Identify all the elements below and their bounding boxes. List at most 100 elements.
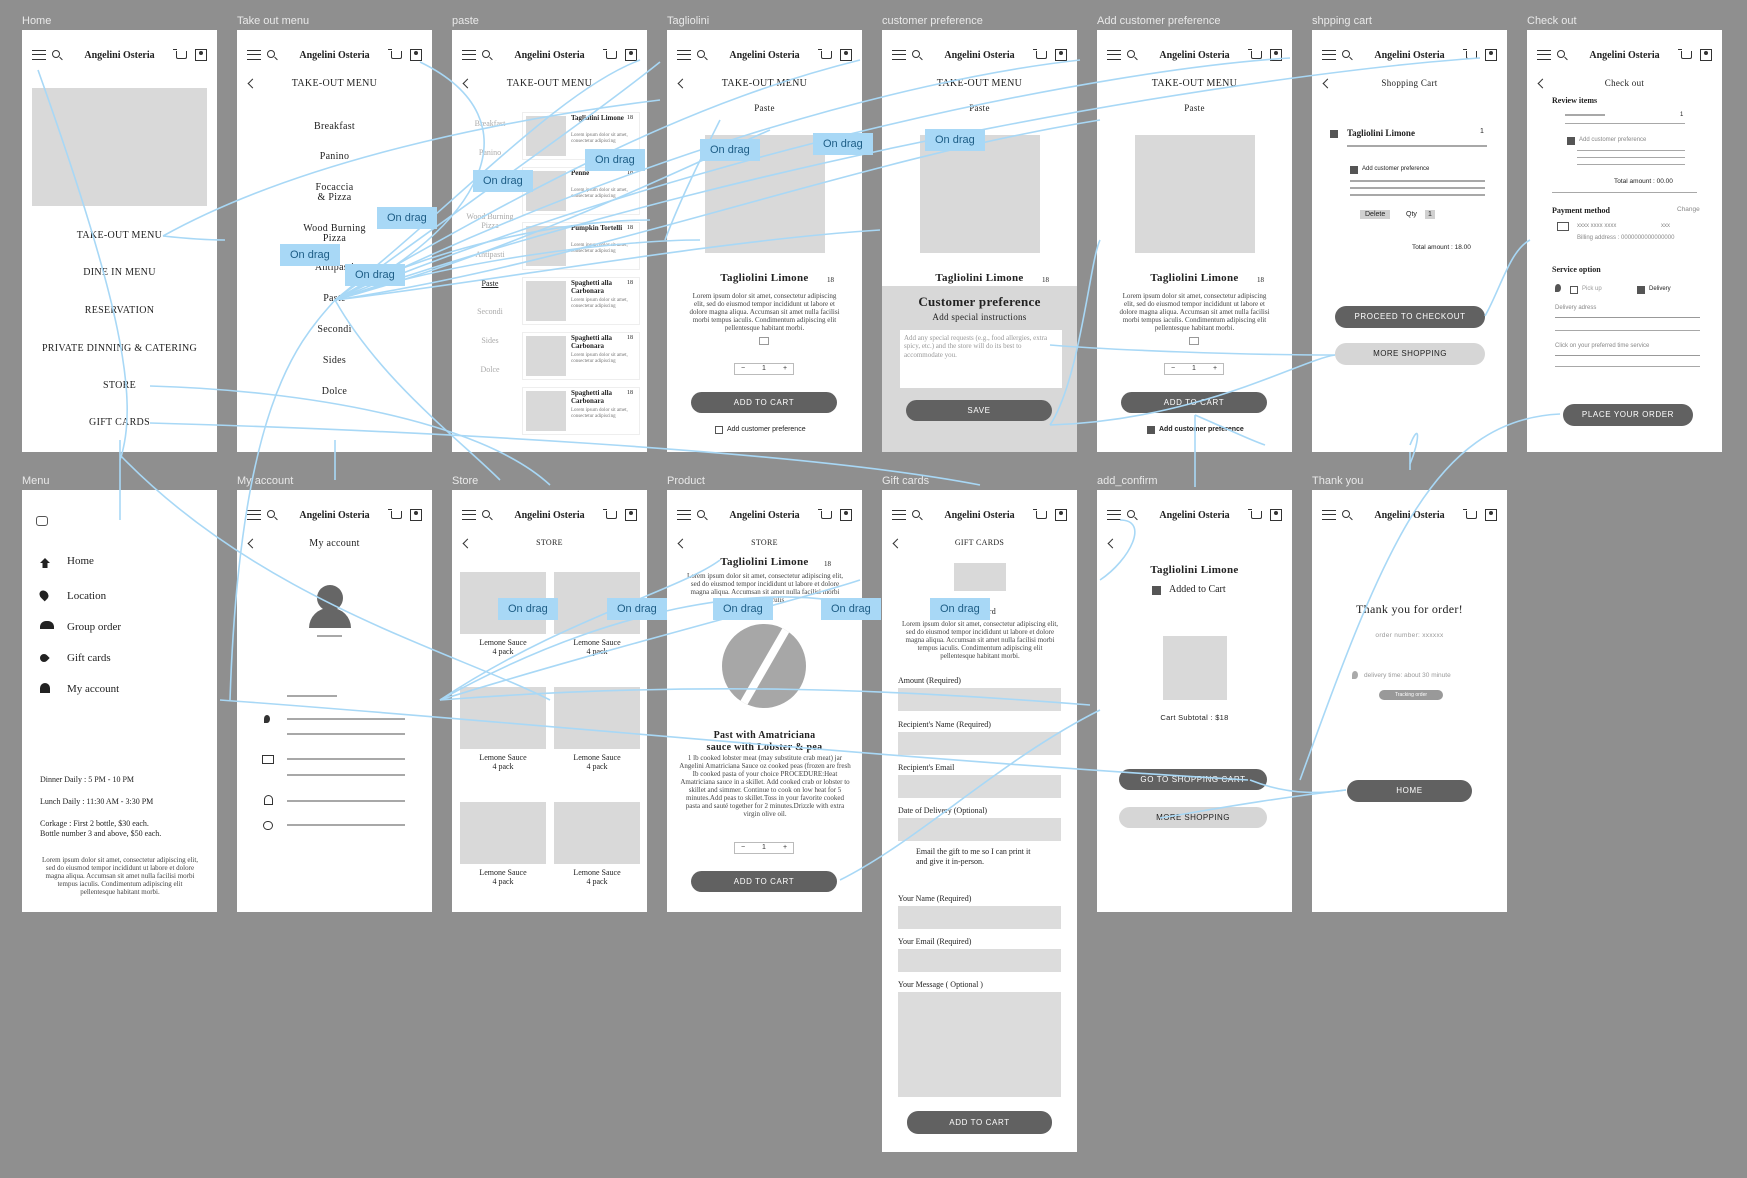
cart-icon[interactable] — [603, 509, 617, 519]
qty-value[interactable]: 1 — [1425, 210, 1435, 219]
message-field[interactable] — [898, 992, 1061, 1097]
heart-icon[interactable] — [263, 821, 273, 830]
delivery-date-field[interactable] — [898, 818, 1061, 841]
cat-item[interactable]: Secondi — [477, 307, 503, 317]
close-icon[interactable] — [36, 516, 48, 526]
menu-giftcards[interactable]: GIFT CARDS — [89, 417, 150, 428]
cart-icon[interactable] — [818, 509, 832, 519]
card-number[interactable]: xxxx xxxx xxxx — [1577, 223, 1617, 229]
go-to-cart-button[interactable]: GO TO SHOPPING CART — [1119, 769, 1267, 790]
search-icon[interactable] — [1557, 50, 1565, 58]
nav-location[interactable]: Location — [67, 590, 107, 602]
quantity-stepper[interactable]: −1+ — [734, 363, 794, 375]
menu-dinein[interactable]: DINE IN MENU — [83, 267, 156, 278]
account-icon[interactable] — [410, 509, 422, 521]
account-icon[interactable] — [840, 509, 852, 521]
cat-item[interactable]: Sides — [481, 336, 499, 346]
account-icon[interactable] — [1270, 509, 1282, 521]
pref-textarea[interactable]: Add any special requests (e.g., food all… — [900, 330, 1062, 388]
account-icon[interactable] — [195, 49, 207, 61]
change-link[interactable]: Change — [1677, 206, 1700, 213]
pref-checkbox[interactable] — [715, 426, 723, 434]
pickup-checkbox[interactable] — [1570, 286, 1578, 294]
cat-item[interactable]: Pizza — [481, 220, 499, 230]
account-icon[interactable] — [1270, 49, 1282, 61]
recipient-name-field[interactable] — [898, 732, 1061, 755]
home-button[interactable]: HOME — [1347, 780, 1472, 802]
account-icon[interactable] — [1055, 509, 1067, 521]
more-shopping-button[interactable]: MORE SHOPPING — [1119, 807, 1267, 828]
menu-private[interactable]: PRIVATE DINNING & CATERING — [41, 343, 198, 354]
amount-field[interactable] — [898, 688, 1061, 711]
search-icon[interactable] — [1127, 510, 1135, 518]
cart-icon[interactable] — [1678, 49, 1692, 59]
delivery-checkbox[interactable] — [1637, 286, 1645, 294]
add-to-cart-button[interactable]: ADD TO CART — [691, 871, 837, 892]
cat-breakfast[interactable]: Breakfast — [313, 121, 355, 132]
hamburger-icon[interactable] — [32, 50, 46, 60]
account-icon[interactable] — [840, 49, 852, 61]
quantity-stepper[interactable]: −1+ — [1164, 363, 1224, 375]
cart-icon[interactable] — [1033, 49, 1047, 59]
save-button[interactable]: SAVE — [906, 400, 1052, 421]
cart-icon[interactable] — [388, 509, 402, 519]
delivery-address-field[interactable]: Delivery adress — [1555, 305, 1700, 318]
search-icon[interactable] — [267, 50, 275, 58]
delete-button[interactable]: Delete — [1360, 210, 1391, 219]
cart-icon[interactable] — [1463, 509, 1477, 519]
pref-checkbox[interactable] — [1147, 426, 1155, 434]
account-icon[interactable] — [625, 49, 637, 61]
account-icon[interactable] — [1700, 49, 1712, 61]
cat-secondi[interactable]: Secondi — [317, 324, 352, 335]
cat-wood-pizza[interactable]: Pizza — [322, 233, 347, 244]
bell-icon[interactable] — [264, 795, 273, 805]
menu-reservation[interactable]: RESERVATION — [84, 305, 155, 316]
nav-my-account[interactable]: My account — [67, 683, 120, 695]
hamburger-icon[interactable] — [892, 510, 906, 520]
card-cvv[interactable]: xxx — [1661, 223, 1670, 229]
proceed-checkout-button[interactable]: PROCEED TO CHECKOUT — [1335, 306, 1485, 328]
menu-takeout[interactable]: TAKE-OUT MENU — [76, 230, 163, 241]
time-field[interactable]: Click on your preferred time service — [1555, 343, 1700, 356]
account-icon[interactable] — [410, 49, 422, 61]
tracking-button[interactable]: Tracking order — [1379, 690, 1443, 700]
your-name-field[interactable] — [898, 906, 1061, 929]
cat-item[interactable]: Antipasti — [475, 249, 505, 259]
more-shopping-button[interactable]: MORE SHOPPING — [1335, 343, 1485, 365]
item-checkbox[interactable] — [1330, 130, 1338, 138]
search-icon[interactable] — [697, 510, 705, 518]
cart-icon[interactable] — [1033, 509, 1047, 519]
hamburger-icon[interactable] — [247, 50, 261, 60]
pref-checkbox[interactable] — [1567, 137, 1575, 145]
add-to-cart-button[interactable]: ADD TO CART — [907, 1111, 1052, 1134]
quantity-stepper[interactable]: −1+ — [734, 842, 794, 854]
nav-home[interactable]: Home — [67, 555, 94, 567]
cart-icon[interactable] — [173, 49, 187, 59]
account-icon[interactable] — [1055, 49, 1067, 61]
cat-antipasti[interactable]: Antipasti — [314, 262, 355, 273]
your-email-field[interactable] — [898, 949, 1061, 972]
cart-icon[interactable] — [1463, 49, 1477, 59]
add-to-cart-button[interactable]: ADD TO CART — [1121, 392, 1267, 413]
hamburger-icon[interactable] — [1537, 50, 1551, 60]
recipient-email-field[interactable] — [898, 775, 1061, 798]
cat-item[interactable]: Dolce — [480, 364, 500, 374]
cat-sides[interactable]: Sides — [322, 355, 347, 366]
cart-icon[interactable] — [1248, 509, 1262, 519]
speaker-icon[interactable] — [1189, 337, 1199, 345]
cat-pizza[interactable]: & Pizza — [317, 192, 352, 203]
nav-gift-cards[interactable]: Gift cards — [67, 652, 111, 664]
speaker-icon[interactable] — [759, 337, 769, 345]
cart-icon[interactable] — [818, 49, 832, 59]
cat-panino[interactable]: Panino — [319, 151, 350, 162]
